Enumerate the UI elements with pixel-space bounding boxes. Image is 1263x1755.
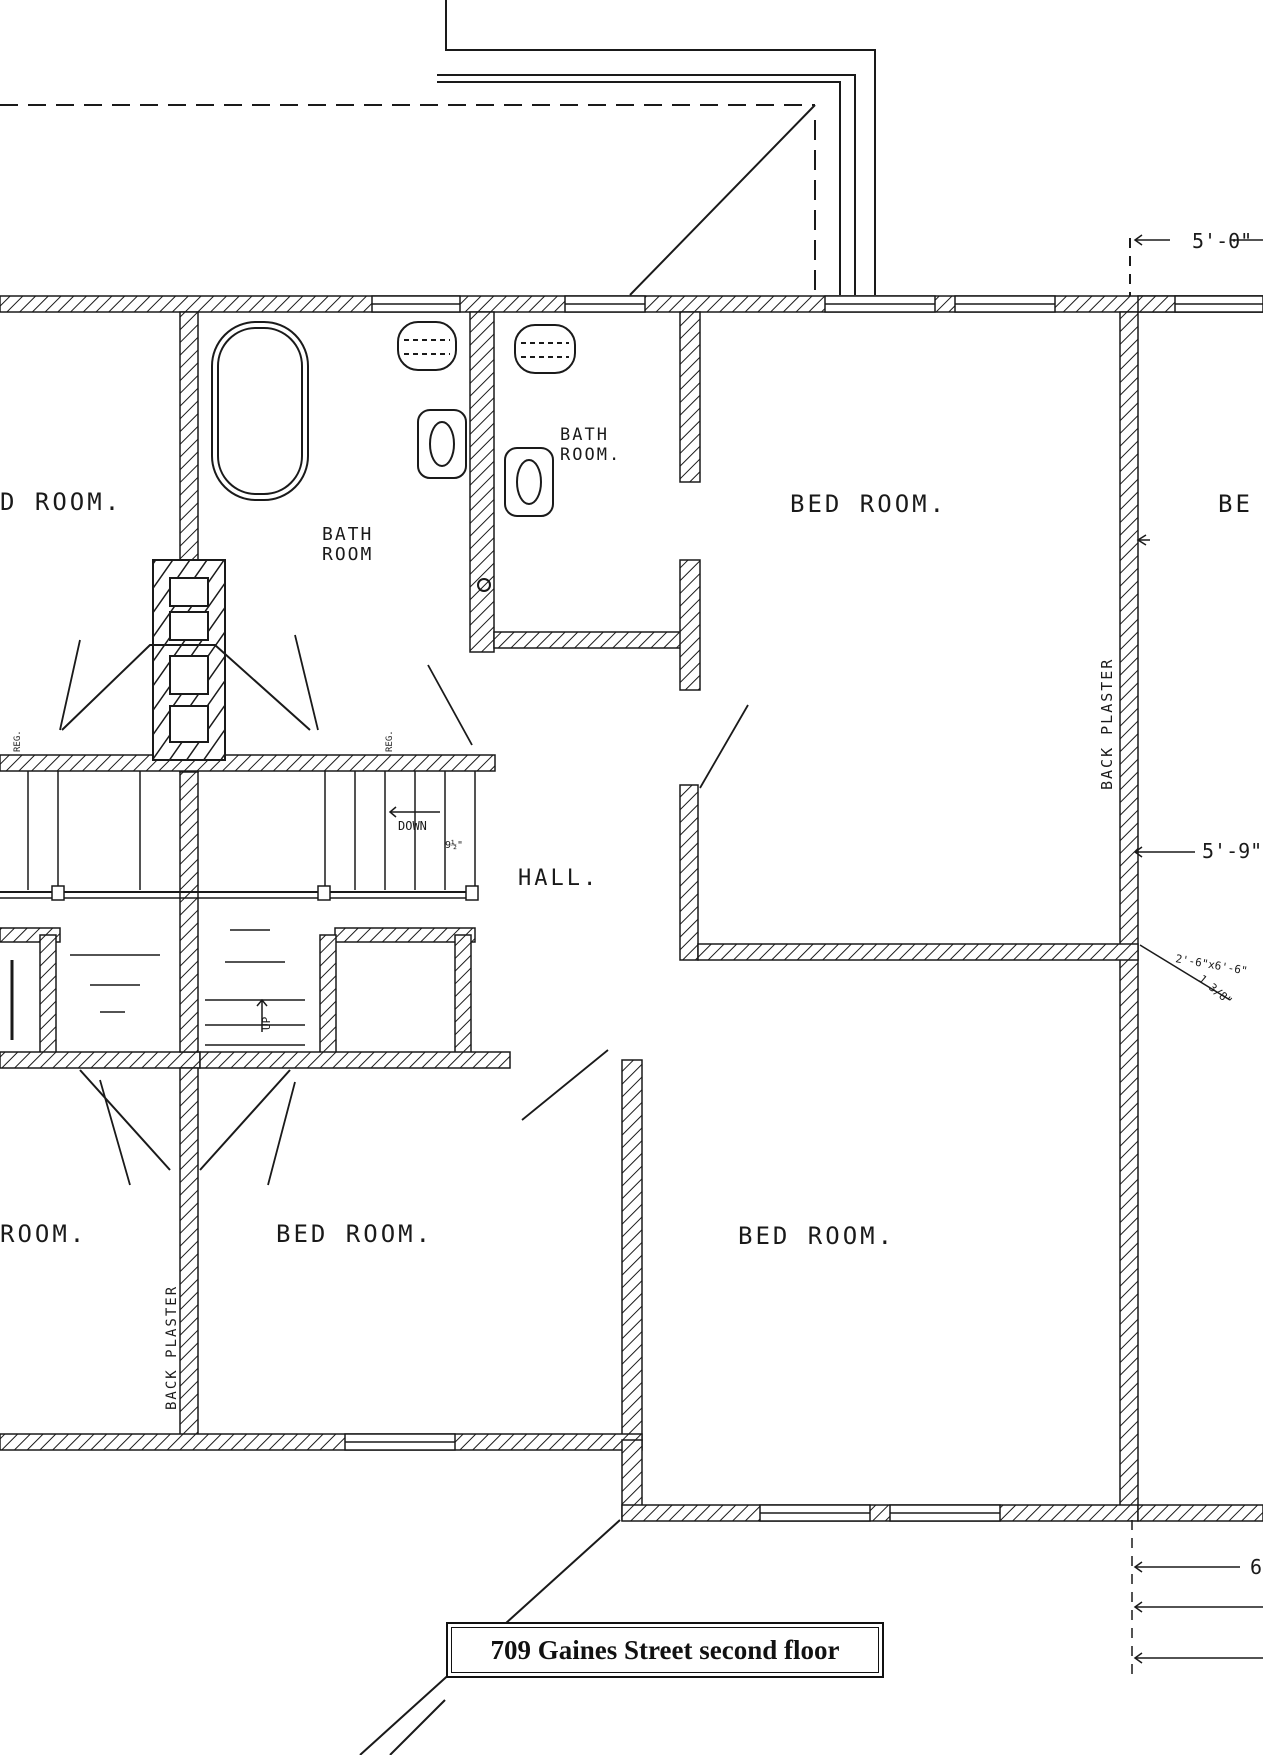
note-reg-left: REG. (13, 730, 23, 752)
room-label-bed-room-lower-right: BED ROOM. (738, 1222, 895, 1250)
sink-icon (504, 447, 554, 517)
room-label-bed-room-far-right: BE (1218, 490, 1253, 518)
note-back-plaster-right: BACK PLASTER (1098, 658, 1116, 790)
room-label-bath-left-line-1: BATH (322, 524, 373, 545)
chimney (152, 559, 226, 761)
sink-icon (417, 409, 467, 479)
toilet-tank-icon (514, 324, 576, 374)
note-down: DOWN (398, 819, 427, 833)
room-label-bath-right-line-1: BATH (560, 425, 609, 445)
dimension-lines (1131, 234, 1263, 1680)
dimension-top: 5'-0" (1192, 229, 1252, 253)
bathtub-icon (211, 321, 309, 501)
stair-arrows (256, 806, 440, 1032)
windows (344, 295, 1263, 1522)
room-label-bath-left-line-2: ROOM (322, 544, 373, 565)
note-window-thickness: 1 3/8" (1196, 972, 1235, 1008)
room-labels: D ROOM. BATH ROOM BATH ROOM. BED ROOM. B… (0, 425, 1253, 1250)
note-back-plaster-left: BACK PLASTER (164, 1285, 180, 1410)
note-reg-right: REG. (385, 730, 395, 752)
door-swings (59, 634, 749, 1186)
note-window-size: 2'-6"x6'-6" (1174, 952, 1248, 977)
stairs (0, 771, 479, 1046)
note-up: UP (260, 1016, 273, 1030)
room-label-hall: HALL. (518, 866, 599, 891)
room-label-bed-room-upper-left: D ROOM. (0, 488, 122, 516)
caption-box: 709 Gaines Street second floor (446, 1622, 884, 1678)
caption-text: 709 Gaines Street second floor (451, 1627, 879, 1673)
walls (0, 295, 1263, 1522)
note-riser: 9½" (445, 839, 463, 851)
room-label-bed-room-lower-left: ROOM. (0, 1220, 87, 1248)
plumbing-fixtures (211, 321, 576, 592)
room-label-bed-room-lower-center: BED ROOM. (276, 1220, 433, 1248)
room-label-bath-right-line-2: ROOM. (560, 445, 621, 465)
dimension-mid: 5'-9" (1202, 839, 1262, 863)
toilet-tank-icon (397, 321, 457, 371)
room-label-bed-room-upper-right: BED ROOM. (790, 490, 947, 518)
dimension-bottom: 6 (1250, 1555, 1262, 1579)
